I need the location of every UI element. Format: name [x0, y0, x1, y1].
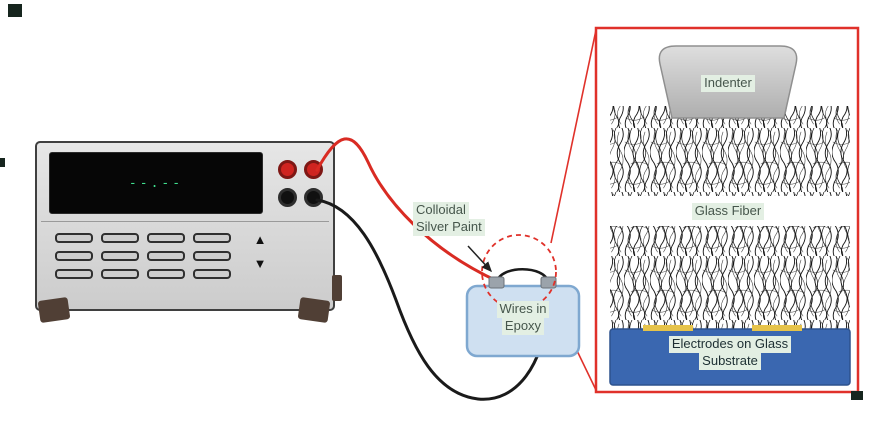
terminal-black-1 [278, 188, 297, 207]
terminal-red-2 [304, 160, 323, 179]
arrow-up-icon: ▲ [253, 231, 267, 247]
fiber-mat-lower [610, 226, 850, 330]
multimeter-display-readout: --.-- [128, 175, 184, 191]
meter-button [147, 269, 185, 279]
multimeter: --.-- ▲ ▼ [35, 141, 342, 323]
scan-artifact [8, 4, 22, 17]
black-test-lead [315, 198, 550, 401]
terminal-black-2 [304, 188, 323, 207]
meter-button [101, 251, 139, 261]
terminal-red-1 [278, 160, 297, 179]
multimeter-display: --.-- [49, 152, 263, 214]
panel-divider [41, 221, 329, 222]
colloidal-silver-paint-label: Colloidal Silver Paint [413, 202, 485, 236]
fiber-mat-upper [610, 106, 850, 196]
wire-tab-right [540, 276, 557, 289]
scan-artifact [0, 158, 5, 167]
zoom-line-top [550, 29, 597, 244]
meter-button [193, 233, 231, 243]
wires-in-epoxy-label: Wires in Epoxy [467, 301, 579, 335]
scan-artifact [851, 391, 863, 400]
glass-fiber-label: Glass Fiber [660, 203, 796, 220]
meter-button [55, 233, 93, 243]
meter-button [193, 251, 231, 261]
indenter-label: Indenter [660, 75, 796, 92]
meter-button [55, 269, 93, 279]
instrument-side-knob [332, 275, 342, 301]
electrode-left [643, 325, 693, 331]
meter-button [147, 251, 185, 261]
meter-button [147, 233, 185, 243]
wire-tab-left [488, 276, 505, 289]
meter-button [193, 269, 231, 279]
arrow-down-icon: ▼ [253, 255, 267, 271]
label-arrow [467, 245, 493, 273]
electrodes-label: Electrodes on Glass Substrate [612, 336, 848, 370]
meter-button [55, 251, 93, 261]
sample-wire-arc [495, 268, 550, 283]
electrode-right [752, 325, 802, 331]
red-test-lead [315, 137, 499, 283]
meter-button [101, 233, 139, 243]
meter-button [101, 269, 139, 279]
